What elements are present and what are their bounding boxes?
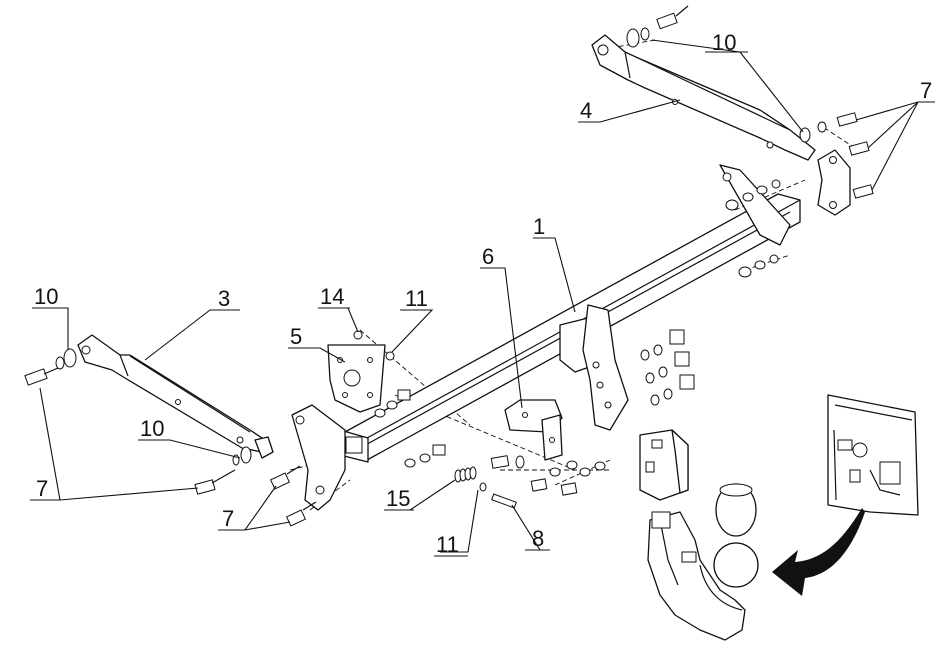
callout-15: 15	[386, 486, 410, 511]
callout-7-left-bottom: 7	[222, 506, 234, 531]
curved-direction-arrow	[772, 508, 865, 596]
callout-8: 8	[532, 526, 544, 551]
callout-labels: 1 3 4 5 6 7 7 7 8 10 10 10 11 11 14 15	[34, 30, 932, 557]
callout-10-mid-left: 10	[140, 416, 164, 441]
side-arm-part-3	[77, 334, 346, 511]
callout-10-top-right: 10	[712, 30, 736, 55]
callout-11-top: 11	[405, 286, 428, 311]
callout-5: 5	[290, 324, 302, 349]
socket-plate-part-5	[327, 330, 395, 413]
callout-10-top-left: 10	[34, 284, 58, 309]
electrical-socket-housing	[639, 429, 689, 501]
vehicle-inset	[827, 394, 919, 516]
bracket-part-6	[504, 399, 563, 461]
cross-beam-part-1	[339, 164, 801, 463]
side-arm-part-4	[591, 34, 851, 216]
leader-lines	[38, 39, 935, 553]
spring-part-15	[454, 466, 477, 483]
callout-underlines	[30, 51, 748, 557]
callout-7-left-top: 7	[36, 476, 48, 501]
callout-14: 14	[320, 284, 344, 309]
callout-7-right: 7	[920, 78, 932, 103]
tow-ball-neck	[647, 483, 759, 641]
callout-4: 4	[580, 98, 592, 123]
callout-11-bottom: 11	[436, 532, 459, 557]
callout-3: 3	[218, 286, 230, 311]
fasteners	[24, 5, 874, 527]
callout-1: 1	[533, 214, 545, 239]
callout-6: 6	[482, 244, 494, 269]
